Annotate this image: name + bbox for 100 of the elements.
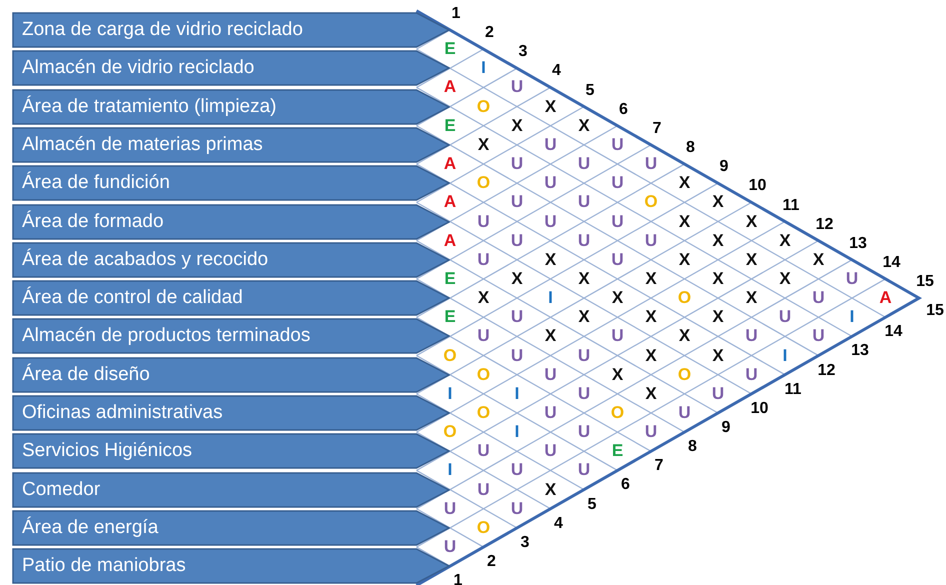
relationship-code: U [543, 403, 558, 423]
relationship-code: X [610, 364, 624, 385]
relationship-code: U [576, 230, 592, 251]
relationship-code: X [678, 212, 692, 232]
relationship-code: U [510, 230, 524, 251]
relationship-code: O [676, 288, 692, 308]
relationship-code: U [476, 326, 491, 346]
row-number: 7 [654, 456, 664, 476]
relationship-code: E [443, 116, 457, 136]
relationship-code: O [610, 403, 626, 423]
row-number: 15 [915, 272, 935, 292]
relationship-code: X [644, 384, 658, 404]
relationship-code: U [576, 346, 592, 366]
row-number: 6 [620, 475, 631, 496]
relationship-code: I [446, 384, 454, 404]
relationship-code: U [576, 154, 592, 174]
row-number: 9 [720, 418, 732, 438]
department-name: Área de acabados y recocido [22, 248, 268, 272]
relationship-code: U [510, 460, 524, 480]
relationship-code: U [543, 173, 558, 194]
relationship-code: U [576, 460, 592, 480]
department-name: Almacén de productos terminados [22, 324, 310, 348]
relationship-code: O [476, 96, 492, 117]
row-number: 8 [685, 138, 696, 158]
relationship-code: X [711, 307, 725, 328]
relationship-code: E [443, 39, 457, 60]
relationship-code: U [543, 364, 558, 385]
relationship-code: O [476, 403, 492, 423]
relationship-code: X [510, 268, 524, 289]
relationship-code: O [442, 422, 458, 442]
relationship-code: A [442, 77, 458, 98]
relationship-code: I [547, 288, 554, 308]
row-number: 2 [486, 552, 497, 572]
relationship-code: I [782, 346, 788, 366]
relationship-code: U [610, 212, 625, 232]
row-number: 3 [518, 42, 528, 62]
relationship-code: X [711, 192, 725, 212]
department-name: Oficinas administrativas [22, 401, 223, 425]
relationship-code: U [510, 77, 524, 98]
relationship-code: U [644, 230, 658, 251]
relationship-code: X [644, 346, 658, 366]
relationship-code: I [480, 58, 487, 78]
row-number: 5 [586, 494, 598, 515]
row-number: 1 [452, 571, 464, 585]
relationship-code: A [442, 192, 458, 212]
relationship-code: U [476, 480, 491, 500]
relationship-code: X [744, 250, 758, 270]
department-name: Área de control de calidad [22, 286, 243, 310]
relationship-code: U [576, 384, 592, 404]
row-number: 14 [882, 252, 902, 273]
relationship-code: X [711, 230, 725, 251]
relationship-code: X [544, 480, 558, 500]
relationship-code: X [678, 173, 692, 194]
relationship-code: X [678, 250, 692, 270]
row-number: 13 [848, 234, 868, 254]
row-number: 10 [748, 176, 768, 196]
relationship-code: I [514, 422, 520, 442]
row-number: 4 [553, 514, 564, 534]
relationship-code: U [510, 192, 524, 212]
relationship-code: U [510, 346, 524, 366]
department-name: Servicios Higiénicos [22, 439, 192, 464]
relationship-code: U [644, 154, 658, 174]
relationship-code: O [476, 173, 492, 194]
relationship-code: X [476, 288, 490, 308]
department-name: Área de tratamiento (limpieza) [22, 94, 276, 119]
relationship-code: U [510, 498, 524, 519]
relationship-code: U [710, 384, 726, 404]
department-name: Área de energía [22, 516, 158, 540]
relationship-code: A [442, 154, 458, 174]
relationship-code: U [844, 268, 860, 289]
relationship-code: U [811, 288, 826, 308]
relationship-code: X [744, 288, 758, 308]
row-number: 14 [884, 322, 904, 342]
row-number: 1 [450, 4, 462, 24]
relationship-code: X [544, 96, 558, 117]
row-number: 12 [814, 214, 834, 235]
relationship-code: X [778, 268, 792, 289]
relationship-code: X [544, 326, 558, 346]
relationship-code: E [443, 268, 457, 289]
row-number: 2 [484, 23, 495, 44]
relationship-code: E [443, 307, 457, 328]
relationship-code: O [643, 192, 659, 212]
relationship-code: U [442, 498, 458, 519]
relationship-code: X [711, 268, 725, 289]
row-number: 10 [750, 398, 770, 419]
relationship-code: U [610, 326, 625, 346]
department-name: Patio de maniobras [22, 554, 186, 578]
relationship-code: E [610, 441, 624, 462]
relationship-code: U [610, 134, 625, 155]
row-number: 13 [850, 341, 870, 362]
row-number: 12 [816, 360, 836, 381]
relationship-code: X [678, 326, 692, 346]
relationship-code: U [744, 364, 759, 385]
row-number: 3 [520, 532, 530, 553]
relationship-code: U [610, 173, 625, 194]
department-name: Almacén de vidrio reciclado [22, 56, 254, 80]
relationship-code: X [577, 307, 591, 328]
row-number: 9 [718, 157, 730, 178]
relationship-code: I [848, 307, 856, 328]
relationship-code: X [711, 346, 725, 366]
